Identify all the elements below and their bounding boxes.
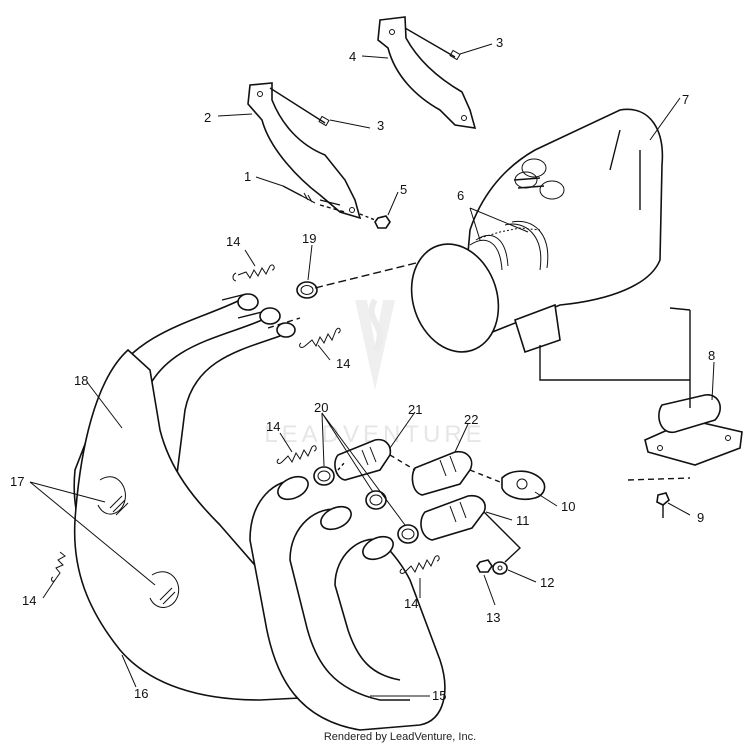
callout-16: 16 bbox=[134, 686, 148, 701]
bolt-1 bbox=[282, 185, 346, 213]
callout-10: 10 bbox=[561, 499, 575, 514]
nut-5 bbox=[359, 213, 391, 229]
bolt-3-upper bbox=[404, 27, 461, 61]
callout-14-left: 14 bbox=[22, 593, 36, 608]
footer-credit: Rendered by LeadVenture, Inc. bbox=[324, 731, 476, 743]
spring-14-lower bbox=[276, 445, 317, 464]
nut-13 bbox=[476, 559, 493, 573]
callout-9: 9 bbox=[697, 510, 704, 525]
assembly-lines bbox=[267, 261, 522, 563]
callout-19: 19 bbox=[302, 231, 316, 246]
callout-1: 1 bbox=[244, 169, 251, 184]
callout-14-bottom: 14 bbox=[404, 596, 418, 611]
exhaust-headers-15 bbox=[249, 475, 446, 731]
callout-2: 2 bbox=[204, 110, 211, 125]
callout-4: 4 bbox=[349, 49, 356, 64]
callout-14-mid: 14 bbox=[336, 356, 350, 371]
sleeve-22 bbox=[411, 450, 473, 496]
bracket-upper bbox=[377, 16, 477, 129]
callout-5: 5 bbox=[400, 182, 407, 197]
spring-14-top bbox=[232, 264, 275, 282]
sleeve-11 bbox=[420, 494, 486, 541]
callout-6: 6 bbox=[457, 188, 464, 203]
callout-17: 17 bbox=[10, 474, 24, 489]
mount-bracket-8 bbox=[539, 307, 743, 466]
rings-20 bbox=[313, 466, 419, 544]
callout-12: 12 bbox=[540, 575, 554, 590]
callout-14-lower: 14 bbox=[266, 419, 280, 434]
washer-12 bbox=[492, 561, 508, 575]
bolt-9 bbox=[627, 477, 691, 518]
spring-clamps-6 bbox=[469, 220, 549, 271]
callout-18: 18 bbox=[74, 373, 88, 388]
callout-7: 7 bbox=[682, 92, 689, 107]
bolt-3-left bbox=[269, 87, 330, 127]
callout-14-top: 14 bbox=[226, 234, 240, 249]
callout-22: 22 bbox=[464, 412, 478, 427]
callout-21: 21 bbox=[408, 402, 422, 417]
callout-15: 15 bbox=[432, 688, 446, 703]
callout-8: 8 bbox=[708, 348, 715, 363]
spring-14-left bbox=[51, 551, 66, 582]
callout-13: 13 bbox=[486, 610, 500, 625]
leader-lines bbox=[29, 43, 715, 697]
callout-3-left: 3 bbox=[377, 118, 384, 133]
gasket-10 bbox=[501, 470, 546, 501]
ring-19 bbox=[296, 281, 318, 299]
callout-20: 20 bbox=[314, 400, 328, 415]
muffler bbox=[410, 108, 664, 354]
spring-14-mid bbox=[299, 327, 341, 348]
callout-11: 11 bbox=[516, 513, 530, 528]
callout-labels: 1 2 3 3 4 5 6 7 8 9 10 11 12 13 14 14 14… bbox=[10, 35, 715, 703]
spring-14-bottom bbox=[399, 555, 440, 574]
sleeve-21 bbox=[334, 438, 392, 481]
callout-3-upper: 3 bbox=[496, 35, 503, 50]
bracket-left bbox=[247, 82, 362, 220]
